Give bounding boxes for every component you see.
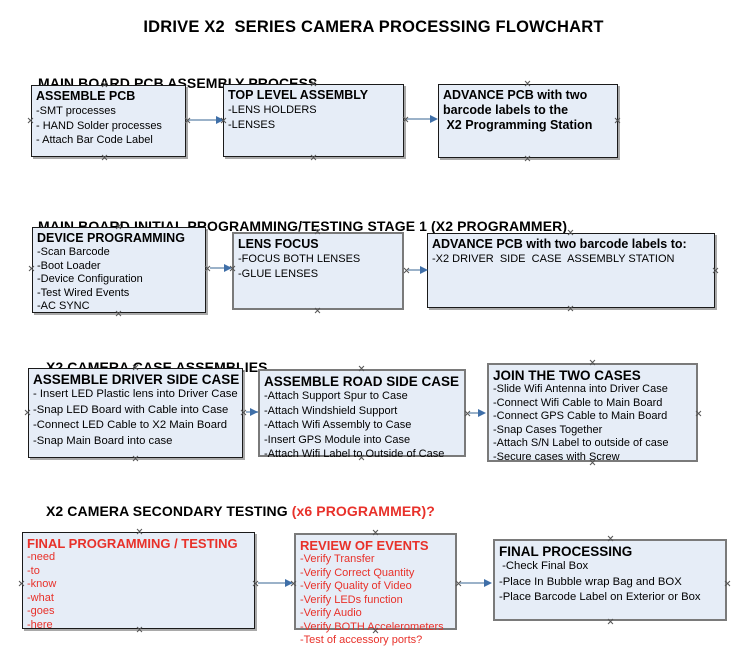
box-line: -Snap Main Board into case: [33, 434, 173, 447]
box-line: -Snap LED Board with Cable into Case: [33, 403, 229, 416]
box-line: -Verify Quality of Video: [300, 580, 412, 592]
box-title: FINAL PROCESSING: [499, 544, 633, 559]
box-line: -Attach Wifi Label to Outside of Case: [264, 448, 445, 460]
box-assemble-driver-side-case[interactable]: ASSEMBLE DRIVER SIDE CASE - Insert LED P…: [28, 368, 243, 458]
box-line: -Check Final Box: [499, 560, 589, 572]
box-line: -know: [27, 578, 57, 590]
connector-2b: [408, 269, 424, 271]
arrowhead-2b: [420, 266, 428, 274]
box-title: TOP LEVEL ASSEMBLY: [228, 88, 369, 102]
box-advance-pcb-driver-side-station[interactable]: ADVANCE PCB with two barcode labels to: …: [427, 233, 715, 308]
box-line: X2 Programming Station: [443, 118, 593, 132]
box-top-level-assembly[interactable]: TOP LEVEL ASSEMBLY -LENS HOLDERS -LENSES: [223, 84, 404, 157]
box-line: -Snap Cases Together: [493, 423, 603, 436]
box-title: REVIEW OF EVENTS: [300, 538, 429, 553]
box-line: -Attach Wifi Assembly to Case: [264, 419, 412, 431]
box-title: FINAL PROGRAMMING / TESTING: [27, 536, 238, 551]
box-line: -here: [27, 618, 53, 631]
box-line: -goes: [27, 605, 55, 617]
box-assemble-pcb[interactable]: ASSEMBLE PCB -SMT processes - HAND Solde…: [31, 85, 186, 157]
section-heading-4-text: X2 CAMERA SECONDARY TESTING: [45, 503, 292, 519]
box-line: -Verify Transfer: [300, 553, 375, 565]
box-line: - Attach Bar Code Label: [36, 134, 153, 146]
box-title: LENS FOCUS: [238, 237, 319, 251]
arrowhead-2a: [224, 264, 232, 272]
box-line: -Place Barcode Label on Exterior or Box: [499, 591, 701, 603]
box-line: -SMT processes: [36, 105, 116, 117]
box-review-of-events[interactable]: REVIEW OF EVENTS -Verify Transfer -Verif…: [294, 533, 457, 646]
box-title: ASSEMBLE DRIVER SIDE CASE: [33, 372, 240, 387]
box-device-programming[interactable]: DEVICE PROGRAMMING -Scan Barcode -Boot L…: [32, 227, 206, 313]
connector-3b: [469, 412, 481, 414]
arrowhead-3a: [250, 408, 258, 416]
box-line: -Test Wired Events: [37, 286, 130, 299]
box-advance-pcb-programming-station[interactable]: ADVANCE PCB with two barcode labels to t…: [438, 84, 618, 158]
connector-1a: [188, 119, 218, 121]
box-line-overflow: -Test of accessory ports?: [300, 634, 423, 646]
box-line: -AC SYNC: [37, 300, 90, 312]
box-line: -Attach Windshield Support: [264, 404, 398, 417]
box-line: -need: [27, 551, 56, 563]
connector-4b: [460, 582, 488, 584]
box-line: -Device Configuration: [37, 273, 143, 285]
box-line: - Insert LED Plastic lens into Driver Ca…: [33, 388, 238, 400]
box-line: -Insert GPS Module into Case: [264, 433, 411, 446]
connector-2a: [210, 267, 228, 269]
box-title: JOIN THE TWO CASES: [493, 368, 641, 383]
arrowhead-1b: [430, 115, 438, 123]
box-line: -Place In Bubble wrap Bag and BOX: [499, 575, 682, 588]
section-heading-4-accent: (x6 PROGRAMMER)?: [291, 503, 435, 519]
box-join-the-two-cases[interactable]: JOIN THE TWO CASES -Slide Wifi Antenna i…: [487, 363, 698, 463]
box-line: -Attach Support Spur to Case: [264, 390, 408, 402]
box-lens-focus[interactable]: LENS FOCUS -FOCUS BOTH LENSES -GLUE LENS…: [232, 232, 404, 310]
connector-1b: [406, 118, 434, 120]
box-line: -FOCUS BOTH LENSES: [238, 253, 361, 265]
box-line: -Verify BOTH Accelerometers: [300, 620, 444, 633]
box-title: ASSEMBLE PCB: [36, 89, 136, 103]
box-line: -Connect GPS Cable to Main Board: [493, 410, 668, 422]
box-line: -Connect LED Cable to X2 Main Board: [33, 419, 228, 431]
connector-4a: [258, 582, 288, 584]
box-title: DEVICE PROGRAMMING: [37, 231, 185, 245]
box-line: -Secure cases with Screw: [493, 450, 620, 463]
box-line: -Verify Correct Quantity: [300, 566, 415, 579]
box-final-processing[interactable]: FINAL PROCESSING -Check Final Box -Place…: [493, 539, 727, 621]
arrowhead-4a: [285, 579, 293, 587]
page-title: IDRIVE X2 SERIES CAMERA PROCESSING FLOWC…: [143, 18, 604, 36]
box-title: ADVANCE PCB with two barcode labels to:: [432, 237, 687, 251]
box-line: -Verify LEDs function: [300, 593, 403, 606]
box-line: -LENS HOLDERS: [228, 104, 317, 116]
box-line: -to: [27, 564, 40, 577]
box-line: -X2 DRIVER SIDE CASE ASSEMBLY STATION: [432, 253, 675, 265]
section-heading-4: X2 CAMERA SECONDARY TESTING (x6 PROGRAMM…: [30, 487, 435, 535]
box-line: -Boot Loader: [37, 259, 101, 272]
box-line: -Slide Wifi Antenna into Driver Case: [493, 383, 668, 395]
box-line: -what: [27, 591, 54, 604]
box-final-programming-testing[interactable]: FINAL PROGRAMMING / TESTING -need -to -k…: [22, 532, 255, 631]
box-line: -Verify Audio: [300, 607, 362, 619]
box-line: -Scan Barcode: [37, 246, 110, 258]
box-line: -LENSES: [228, 118, 276, 131]
box-line: barcode labels to the: [443, 103, 569, 117]
box-line: -Attach S/N Label to outside of case: [493, 437, 669, 449]
box-title: ASSEMBLE ROAD SIDE CASE: [264, 374, 460, 389]
arrowhead-1a: [216, 116, 224, 124]
arrowhead-3b: [478, 409, 486, 417]
arrowhead-4b: [484, 579, 492, 587]
box-title: ADVANCE PCB with two: [443, 88, 588, 102]
box-line: - HAND Solder processes: [36, 119, 162, 132]
box-line: -Connect Wifi Cable to Main Board: [493, 396, 663, 409]
box-assemble-road-side-case[interactable]: ASSEMBLE ROAD SIDE CASE -Attach Support …: [258, 369, 466, 460]
box-line: -GLUE LENSES: [238, 267, 319, 280]
